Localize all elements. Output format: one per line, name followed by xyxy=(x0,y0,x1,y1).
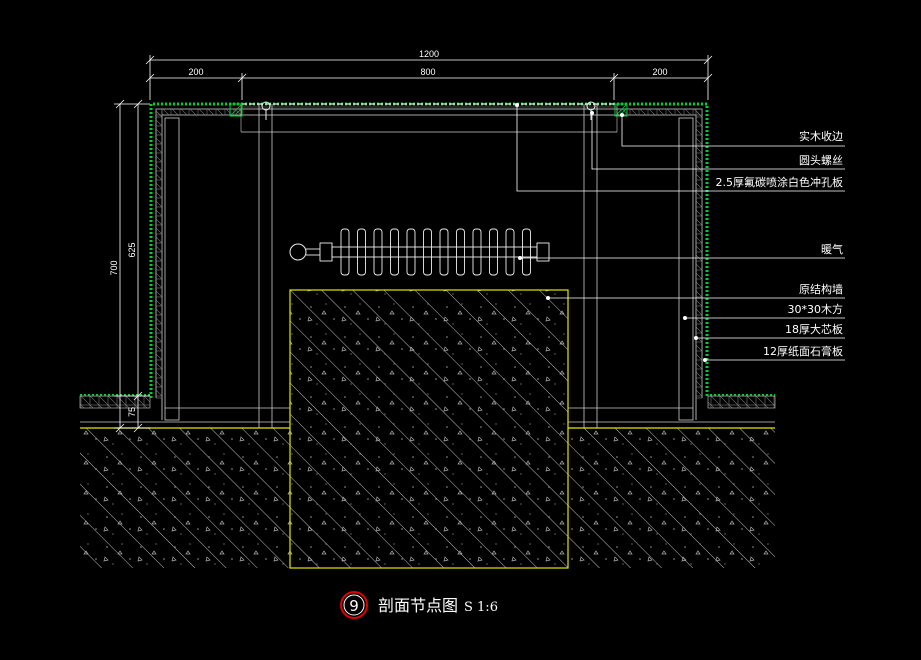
detail-title: 剖面节点图 xyxy=(378,596,458,615)
top-dimensions xyxy=(145,55,713,100)
round-head-screws xyxy=(261,101,596,120)
label-gypsum-board: 12厚纸面石膏板 xyxy=(763,344,843,358)
dim-total-height: 700 xyxy=(109,260,119,275)
radiator-fin xyxy=(456,228,465,276)
radiator-fins xyxy=(340,228,531,276)
radiator-fin xyxy=(423,228,432,276)
leader-dots xyxy=(515,103,707,362)
radiator-fin xyxy=(406,228,416,276)
dim-inner-height: 625 xyxy=(127,242,137,257)
label-perforated-panel: 2.5厚氟碳喷涂白色冲孔板 xyxy=(716,175,844,189)
detail-number: 9 xyxy=(349,597,359,615)
radiator-fin xyxy=(340,228,350,276)
radiator-fin xyxy=(439,228,449,276)
label-structural-wall: 原结构墙 xyxy=(799,282,843,296)
dim-left-segment: 200 xyxy=(188,67,203,77)
radiator-fin xyxy=(472,228,482,276)
radiator-fin xyxy=(522,228,531,276)
perforated-panel xyxy=(241,103,617,108)
radiator-fin xyxy=(357,228,366,276)
label-solid-wood-trim: 实木收边 xyxy=(799,129,843,143)
leader-lines xyxy=(516,105,845,361)
dim-middle-segment: 800 xyxy=(420,67,435,77)
label-radiator: 暖气 xyxy=(821,242,843,256)
title-block: 9 剖面节点图 S 1:6 xyxy=(340,591,498,619)
left-dimensions xyxy=(114,99,150,433)
dim-right-segment: 200 xyxy=(652,67,667,77)
wood-trim xyxy=(229,103,628,117)
label-round-head-screw: 圆头螺丝 xyxy=(799,154,843,167)
detail-scale: S 1:6 xyxy=(464,600,498,615)
radiator-fin xyxy=(505,228,515,276)
radiator-fin xyxy=(489,228,498,276)
radiator xyxy=(289,228,550,276)
radiator-fin xyxy=(373,228,383,276)
skirting-strips xyxy=(79,394,776,409)
radiator-fin xyxy=(390,228,399,276)
dim-overall-width: 1200 xyxy=(419,49,439,59)
label-timber-batten: 30*30木方 xyxy=(788,302,844,316)
label-blockboard: 18厚大芯板 xyxy=(785,322,843,336)
structural-wall xyxy=(289,289,569,569)
dim-base-height: 75 xyxy=(127,407,137,417)
